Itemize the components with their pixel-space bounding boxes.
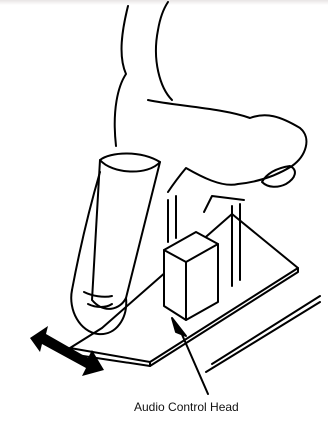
audio-control-head [164, 232, 218, 320]
caption-audio-control-head: Audio Control Head [134, 400, 239, 414]
